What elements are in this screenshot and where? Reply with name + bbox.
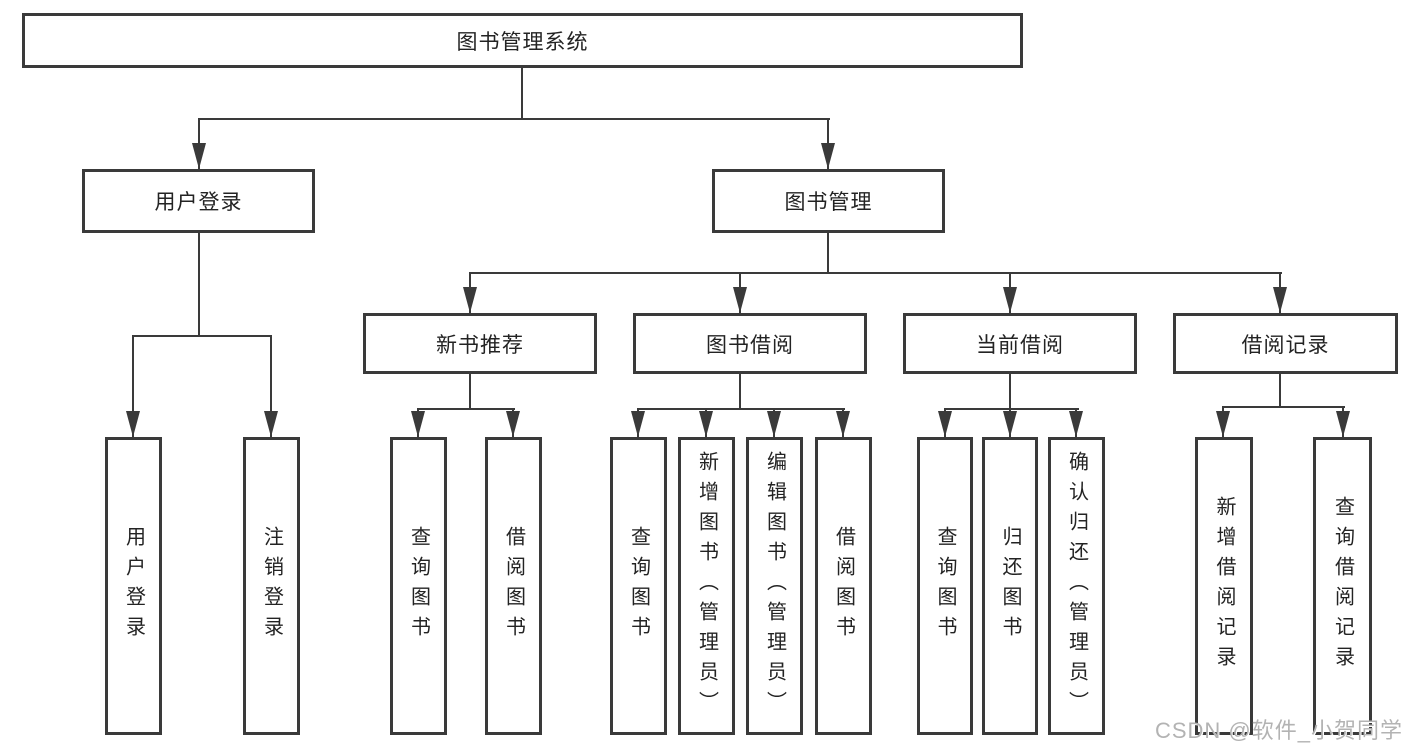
- node-user-login: 用户登录: [82, 169, 315, 233]
- arrowhead-icon: [1336, 411, 1350, 437]
- arrowhead-icon: [506, 411, 520, 437]
- connector-current-rail: [944, 408, 1079, 410]
- arrowhead-icon: [767, 411, 781, 437]
- node-root-system: 图书管理系统: [22, 13, 1023, 68]
- watermark: CSDN @软件_小贺同学: [1154, 718, 1403, 743]
- arrowhead-icon: [631, 411, 645, 437]
- arrowhead-icon: [733, 287, 747, 313]
- node-book-borrowing: 图书借阅: [633, 313, 867, 374]
- connector-mgmt-trunk: [827, 233, 829, 272]
- leaf-edit-book-admin: 编辑图书（管理员）: [746, 437, 803, 735]
- leaf-query-books-current: 查询图书: [917, 437, 973, 735]
- connector-login-trunk: [198, 233, 200, 335]
- leaf-borrow-books-recommend: 借阅图书: [485, 437, 542, 735]
- connector-login-rail: [132, 335, 272, 337]
- connector-recommend-rail: [417, 408, 515, 410]
- connector-current-trunk: [1009, 374, 1011, 408]
- connector-borrowing-rail: [637, 408, 845, 410]
- arrowhead-icon: [264, 411, 278, 437]
- leaf-return-book: 归还图书: [982, 437, 1038, 735]
- leaf-add-book-admin: 新增图书（管理员）: [678, 437, 735, 735]
- connector-mgmt-rail: [469, 272, 1282, 274]
- arrowhead-icon: [411, 411, 425, 437]
- leaf-borrow-books-borrowing: 借阅图书: [815, 437, 872, 735]
- arrowhead-icon: [821, 143, 835, 169]
- connector-records-trunk: [1279, 374, 1281, 406]
- arrowhead-icon: [463, 287, 477, 313]
- connector-stem-logout-leaf: [270, 335, 272, 437]
- connector-recommend-trunk: [469, 374, 471, 408]
- connector-records-rail: [1222, 406, 1345, 408]
- arrowhead-icon: [1273, 287, 1287, 313]
- arrowhead-icon: [1069, 411, 1083, 437]
- leaf-add-borrow-record: 新增借阅记录: [1195, 437, 1253, 735]
- connector-root-rail: [198, 118, 830, 120]
- node-book-management: 图书管理: [712, 169, 945, 233]
- arrowhead-icon: [836, 411, 850, 437]
- connector-stem-user-login-leaf: [132, 335, 134, 437]
- arrowhead-icon: [699, 411, 713, 437]
- arrowhead-icon: [1216, 411, 1230, 437]
- node-current-borrowing: 当前借阅: [903, 313, 1137, 374]
- node-new-book-recommend: 新书推荐: [363, 313, 597, 374]
- arrowhead-icon: [1003, 287, 1017, 313]
- arrowhead-icon: [938, 411, 952, 437]
- leaf-query-books-recommend: 查询图书: [390, 437, 447, 735]
- connector-borrowing-trunk: [739, 374, 741, 408]
- leaf-logout: 注销登录: [243, 437, 300, 735]
- arrowhead-icon: [126, 411, 140, 437]
- leaf-user-login: 用户登录: [105, 437, 162, 735]
- connector-root-trunk: [521, 68, 523, 118]
- node-borrowing-records: 借阅记录: [1173, 313, 1398, 374]
- arrowhead-icon: [1003, 411, 1017, 437]
- leaf-query-borrow-record: 查询借阅记录: [1313, 437, 1372, 735]
- leaf-confirm-return-admin: 确认归还（管理员）: [1048, 437, 1105, 735]
- leaf-query-books-borrowing: 查询图书: [610, 437, 667, 735]
- arrowhead-icon: [192, 143, 206, 169]
